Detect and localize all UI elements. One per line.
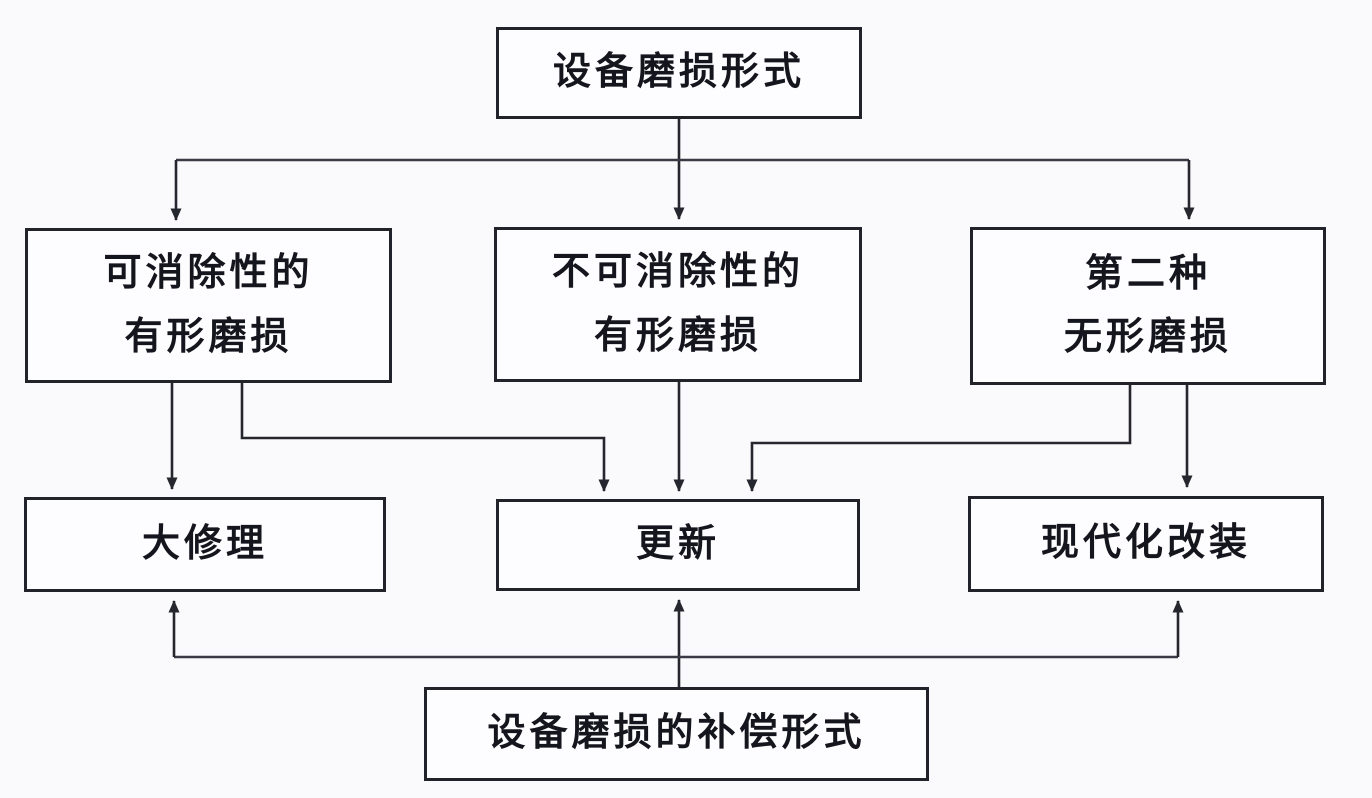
node-label: 设备磨损形式 [552,51,805,94]
node-label-line2: 有形磨损 [124,315,293,358]
node-label-line2: 有形磨损 [593,314,762,357]
node-modernization-retrofit: 现代化改装 [968,496,1324,592]
node-label: 大修理 [141,522,268,565]
node-label-line2: 无形磨损 [1063,316,1232,358]
node-label: 设备磨损的补偿形式 [487,712,866,755]
connector-removable-to-renewal [240,383,610,492]
node-nonremovable-physical-wear: 不可消除性的 有形磨损 [494,227,862,382]
node-label-line1: 第二种 [1084,252,1211,295]
node-equipment-wear-forms: 设备磨损形式 [496,27,862,119]
node-label: 更新 [635,523,720,566]
node-label-line1: 可消除性的 [103,252,314,294]
node-renewal: 更新 [496,499,860,591]
node-major-repair: 大修理 [24,497,386,592]
node-removable-physical-wear: 可消除性的 有形磨损 [25,228,392,383]
node-label-line1: 不可消除性的 [551,251,804,293]
connector-intangible-to-renewal [746,385,1132,492]
node-second-intangible-wear: 第二种 无形磨损 [970,227,1326,385]
node-wear-compensation-forms: 设备磨损的补偿形式 [424,687,929,781]
node-label: 现代化改装 [1040,522,1251,565]
